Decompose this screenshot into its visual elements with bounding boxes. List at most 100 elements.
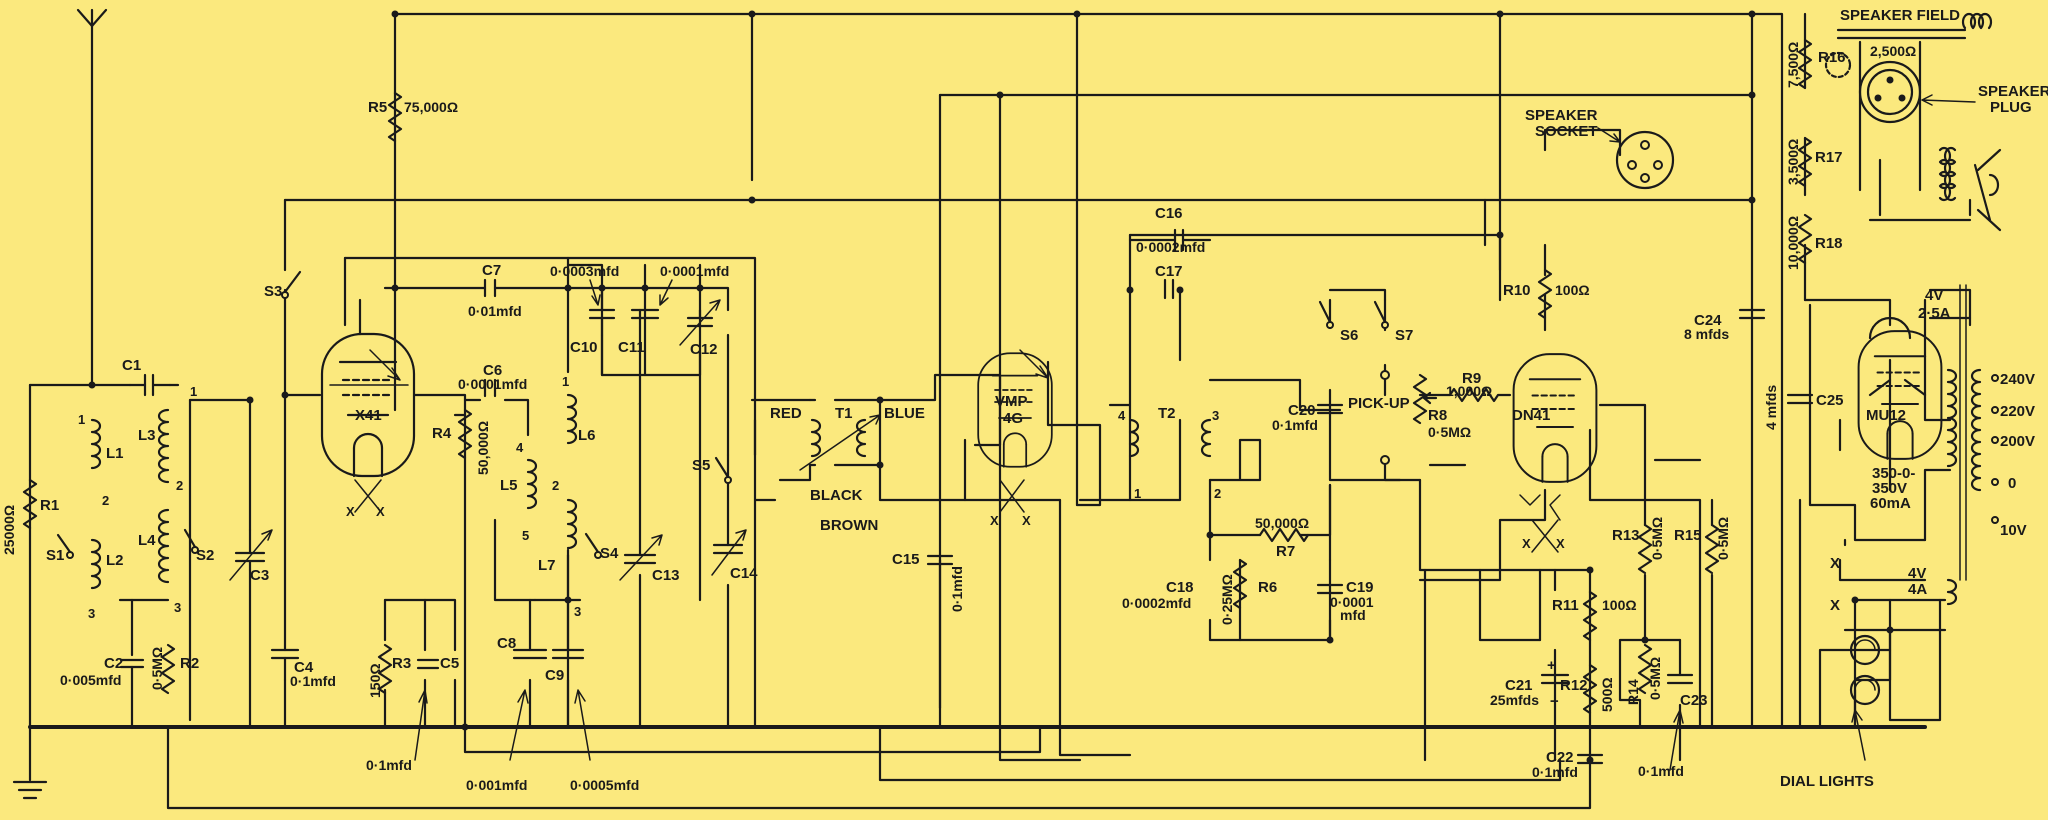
svg-text:RED: RED <box>770 405 802 422</box>
svg-text:500Ω: 500Ω <box>1599 677 1615 712</box>
svg-text:240V: 240V <box>2000 371 2035 388</box>
capacitor-c12-variable: C12 <box>679 299 721 358</box>
capacitor-c25: C25 4 mfds <box>1763 385 1844 430</box>
resistor-r10: R10 100Ω <box>1503 268 1590 320</box>
svg-text:150Ω: 150Ω <box>367 663 383 698</box>
svg-text:R5: R5 <box>368 99 387 116</box>
svg-text:C17: C17 <box>1155 263 1183 280</box>
svg-text:C6: C6 <box>483 362 502 379</box>
svg-text:SPEAKER: SPEAKER <box>1525 107 1598 124</box>
capacitor-c11: C11 0·0001mfd <box>618 263 729 356</box>
capacitor-c20: C20 0·1mfd <box>1272 402 1344 433</box>
svg-text:L4: L4 <box>138 532 156 549</box>
resistor-r12: R12 500Ω <box>1560 663 1615 715</box>
svg-text:L3: L3 <box>138 427 156 444</box>
svg-text:0·5MΩ: 0·5MΩ <box>1428 424 1471 440</box>
svg-text:BLUE: BLUE <box>884 405 925 422</box>
coil-l5: L5 4 5 <box>500 440 538 543</box>
svg-text:SPEAKER: SPEAKER <box>1978 83 2048 100</box>
svg-text:−: − <box>1550 693 1559 710</box>
svg-text:0·5MΩ: 0·5MΩ <box>1647 657 1663 700</box>
resistor-r14: R14 0·5MΩ <box>1625 643 1663 705</box>
svg-text:75,000Ω: 75,000Ω <box>404 99 458 115</box>
svg-text:0·1mfd: 0·1mfd <box>1532 764 1578 780</box>
capacitor-c19: C19 0·0001 mfd <box>1316 579 1374 623</box>
svg-text:+: + <box>1547 657 1556 674</box>
pick-up-input: PICK-UP <box>1348 370 1410 465</box>
svg-text:BROWN: BROWN <box>820 517 878 534</box>
svg-text:SOCKET: SOCKET <box>1535 123 1598 140</box>
svg-text:0·0002mfd: 0·0002mfd <box>1122 595 1191 611</box>
svg-text:C10: C10 <box>570 339 598 356</box>
valve-x41-pin-x-left: X <box>346 504 355 519</box>
svg-text:S7: S7 <box>1395 327 1413 344</box>
svg-text:R16: R16 <box>1818 49 1846 66</box>
svg-text:0·1mfd: 0·1mfd <box>1272 417 1318 433</box>
valve-x41: X41 X X <box>320 298 416 519</box>
switch-s3: S3 <box>264 270 302 300</box>
svg-text:X: X <box>1830 597 1840 614</box>
junction-dots <box>88 10 1894 764</box>
svg-text:10V: 10V <box>2000 522 2027 539</box>
capacitor-c23: C23 0·1mfd <box>1638 673 1708 779</box>
svg-text:25mfds: 25mfds <box>1490 692 1539 708</box>
svg-text:4V: 4V <box>1925 287 1943 304</box>
valve-vmp-4g: VMP 4G X X <box>977 349 1053 528</box>
svg-text:2·5A: 2·5A <box>1918 305 1951 322</box>
svg-text:1: 1 <box>1134 486 1141 501</box>
valve-vmp-pin-x-left: X <box>990 513 999 528</box>
capacitor-c7: C7 0·01mfd <box>468 262 522 319</box>
svg-text:C15: C15 <box>892 551 920 568</box>
svg-text:C13: C13 <box>652 567 680 584</box>
capacitor-c10: C10 0·0003mfd <box>550 263 619 356</box>
svg-text:R6: R6 <box>1258 579 1277 596</box>
svg-text:1: 1 <box>78 412 85 427</box>
valve-x41-label: X41 <box>355 407 382 424</box>
svg-text:25000Ω: 25000Ω <box>1 505 17 555</box>
svg-text:R17: R17 <box>1815 149 1843 166</box>
svg-text:R8: R8 <box>1428 407 1447 424</box>
capacitor-c13-variable: C13 <box>619 534 680 584</box>
svg-text:C18: C18 <box>1166 579 1194 596</box>
svg-text:C2: C2 <box>104 655 123 672</box>
svg-text:2: 2 <box>102 493 109 508</box>
capacitor-c4: C4 0·1mfd <box>270 648 336 689</box>
resistor-r17: R17 3,500Ω <box>1785 136 1843 188</box>
svg-text:0: 0 <box>2008 475 2016 492</box>
svg-text:C5: C5 <box>440 655 459 672</box>
svg-text:0·01mfd: 0·01mfd <box>468 303 522 319</box>
svg-text:R10: R10 <box>1503 282 1531 299</box>
svg-text:2,500Ω: 2,500Ω <box>1870 43 1916 59</box>
svg-text:L2: L2 <box>106 552 124 569</box>
svg-text:R15: R15 <box>1674 527 1702 544</box>
svg-text:5: 5 <box>522 528 529 543</box>
valve-dn41-pin-x-left: X <box>1522 536 1531 551</box>
svg-text:C19: C19 <box>1346 579 1374 596</box>
svg-text:0·5MΩ: 0·5MΩ <box>1715 517 1731 560</box>
resistor-r5: R5 75,000Ω <box>368 91 458 143</box>
capacitor-c8: C8 0·001mfd <box>466 635 548 793</box>
resistor-r6: R6 0·25MΩ <box>1219 558 1277 625</box>
transformer-t1: T1 RED BLUE BLACK BROWN <box>770 405 925 534</box>
svg-text:R7: R7 <box>1276 543 1295 560</box>
svg-text:4V: 4V <box>1908 565 1926 582</box>
valve-dn41: DN41 X X <box>1512 352 1598 553</box>
resistor-r18: R18 10,000Ω <box>1785 213 1843 270</box>
resistor-r4: R4 50,000Ω <box>432 408 491 475</box>
svg-text:C25: C25 <box>1816 392 1844 409</box>
capacitor-c5: C5 0·1mfd <box>366 655 459 773</box>
speaker-socket: SPEAKER SOCKET <box>1525 107 1675 190</box>
svg-text:T2: T2 <box>1158 405 1176 422</box>
svg-text:DIAL LIGHTS: DIAL LIGHTS <box>1780 773 1874 790</box>
svg-text:0·25MΩ: 0·25MΩ <box>1219 574 1235 625</box>
resistor-r13: R13 0·5MΩ <box>1612 517 1665 575</box>
capacitor-c9: C9 0·0005mfd <box>545 648 639 793</box>
capacitor-c6: C6 0·0001mfd <box>458 362 527 398</box>
svg-text:S4: S4 <box>600 545 619 562</box>
switch-s7: S7 <box>1373 300 1413 344</box>
svg-text:0·5MΩ: 0·5MΩ <box>149 647 165 690</box>
capacitor-c17: C17 <box>1155 263 1183 300</box>
svg-text:0·0005mfd: 0·0005mfd <box>570 777 639 793</box>
svg-text:C21: C21 <box>1505 677 1533 694</box>
